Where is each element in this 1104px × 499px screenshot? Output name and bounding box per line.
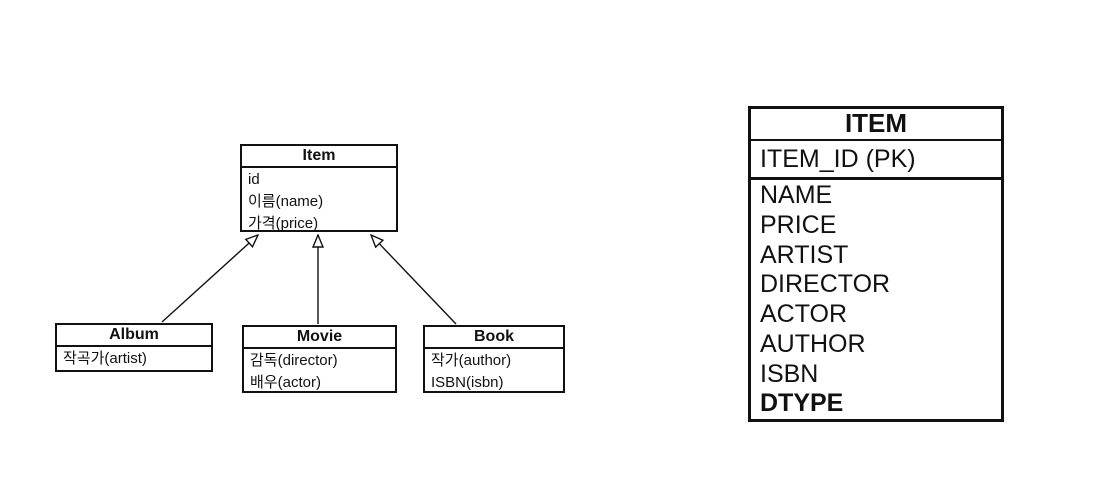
class-name-item: Item xyxy=(242,146,396,168)
db-table-title: ITEM xyxy=(751,109,1001,141)
class-field: ISBN(isbn) xyxy=(431,374,504,391)
inheritance-arrow-book-to-item xyxy=(371,235,457,325)
class-name-album: Album xyxy=(57,325,211,347)
db-column: PRICE xyxy=(760,210,837,239)
class-box-book: Book 작가(author) ISBN(isbn) xyxy=(423,325,565,393)
db-table-item: ITEM ITEM_ID (PK) NAME PRICE ARTIST DIRE… xyxy=(748,106,1004,422)
class-name-movie: Movie xyxy=(244,327,395,349)
class-box-album: Album 작곡가(artist) xyxy=(55,323,213,372)
db-column-list: NAME PRICE ARTIST DIRECTOR ACTOR AUTHOR … xyxy=(751,180,1001,419)
class-box-item: Item id 이름(name) 가격(price) xyxy=(240,144,398,232)
db-column: NAME xyxy=(760,181,833,209)
class-name-book: Book xyxy=(425,327,563,349)
class-field: 이름(name) xyxy=(248,193,324,210)
db-column-discriminator: DTYPE xyxy=(760,389,844,418)
class-field: 배우(actor) xyxy=(250,374,321,391)
class-field: 감독(director) xyxy=(250,352,338,369)
class-field: 가격(price) xyxy=(248,215,319,232)
db-column: DIRECTOR xyxy=(760,270,891,299)
class-field: 작곡가(artist) xyxy=(63,350,147,367)
db-column: ARTIST xyxy=(760,240,849,269)
class-field: 작가(author) xyxy=(431,352,512,369)
db-column: ACTOR xyxy=(760,300,848,328)
db-column: ISBN xyxy=(760,359,819,388)
class-box-movie: Movie 감독(director) 배우(actor) xyxy=(242,325,397,393)
inheritance-arrow-album-to-item xyxy=(161,235,258,323)
class-field: id xyxy=(248,171,260,188)
db-column-primary-key: ITEM_ID (PK) xyxy=(751,141,1001,180)
db-column: AUTHOR xyxy=(760,329,866,358)
